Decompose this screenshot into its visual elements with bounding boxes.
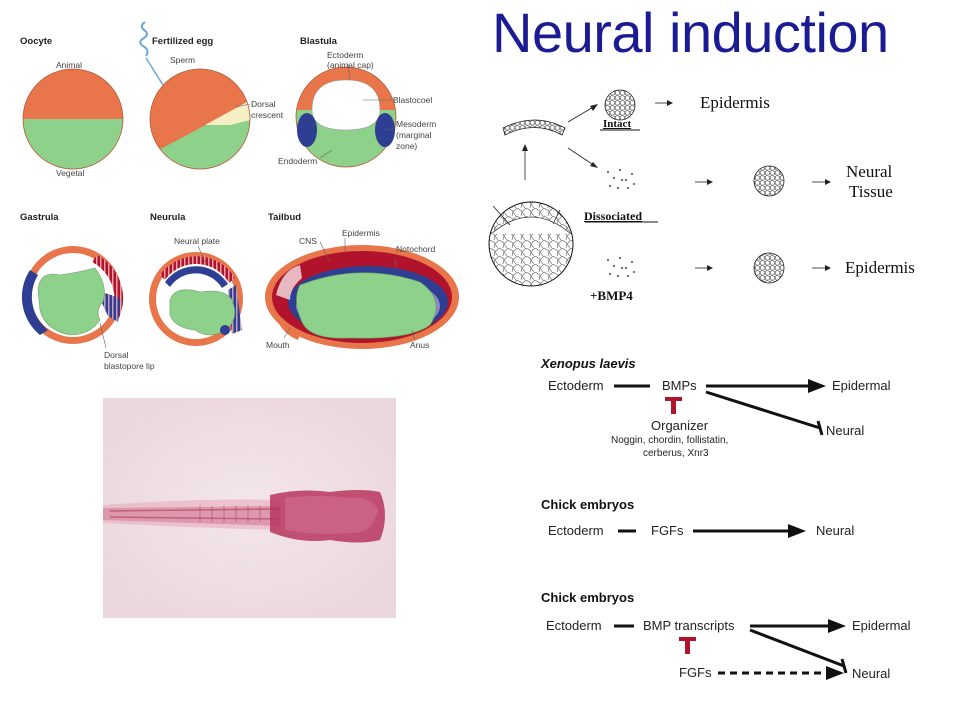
animal-label: Animal bbox=[56, 60, 82, 70]
chick2-bmp-transcripts: BMP transcripts bbox=[643, 618, 735, 633]
chick-fgf-pathway bbox=[618, 524, 806, 538]
chick2-fgfs: FGFs bbox=[679, 665, 712, 680]
neurula-header: Neurula bbox=[150, 212, 186, 223]
epidermis-result-1: Epidermis bbox=[700, 93, 770, 112]
xenopus-ectoderm: Ectoderm bbox=[548, 378, 604, 393]
neural-result-1: Neural bbox=[846, 162, 893, 181]
xenopus-neural: Neural bbox=[826, 423, 865, 438]
chick2-ectoderm: Ectoderm bbox=[546, 618, 602, 633]
chick2-epidermal: Epidermal bbox=[852, 618, 911, 633]
neural-plate-label: Neural plate bbox=[174, 236, 220, 246]
cns-label: CNS bbox=[299, 236, 317, 246]
tailbud-drawing bbox=[265, 238, 459, 349]
gastrula-header: Gastrula bbox=[20, 212, 59, 223]
xenopus-epidermal: Epidermal bbox=[832, 378, 891, 393]
mesoderm-label-1: Mesoderm bbox=[396, 119, 437, 129]
vegetal-label: Vegetal bbox=[56, 168, 85, 178]
endoderm-label: Endoderm bbox=[278, 156, 318, 166]
blastopore-lip-label-1: Dorsal bbox=[104, 350, 129, 360]
sperm-label: Sperm bbox=[170, 55, 196, 65]
tailbud-epidermis-label: Epidermis bbox=[342, 228, 380, 238]
oocyte-header: Oocyte bbox=[20, 36, 53, 47]
notochord-label: Notochord bbox=[396, 244, 436, 254]
dorsal-crescent-label-2: crescent bbox=[251, 110, 284, 120]
intact-label: Intact bbox=[603, 118, 632, 130]
organizer-factors-2: cerberus, Xnr3 bbox=[643, 448, 709, 459]
xenopus-header: Xenopus laevis bbox=[541, 356, 636, 371]
blastopore-lip-label-2: blastopore lip bbox=[104, 361, 155, 371]
embryo-photo bbox=[103, 398, 396, 618]
chick-header-1: Chick embryos bbox=[541, 497, 635, 512]
blastula-header: Blastula bbox=[300, 36, 337, 47]
xenopus-bmps: BMPs bbox=[662, 378, 697, 393]
animal-cap-assay bbox=[488, 89, 831, 287]
tailbud-header: Tailbud bbox=[268, 212, 302, 223]
fertilized-egg-drawing bbox=[139, 21, 251, 170]
chick1-neural: Neural bbox=[816, 523, 855, 538]
chick-bmp-pathway bbox=[614, 619, 848, 680]
mesoderm-label-3: zone) bbox=[396, 141, 418, 151]
anus-label: Anus bbox=[410, 340, 430, 350]
fertilized-egg-header: Fertilized egg bbox=[152, 36, 214, 47]
organizer-label: Organizer bbox=[651, 418, 709, 433]
chick1-ectoderm: Ectoderm bbox=[548, 523, 604, 538]
gastrula-drawing bbox=[21, 246, 124, 349]
page-title: Neural induction bbox=[492, 1, 889, 64]
dorsal-crescent-label-1: Dorsal bbox=[251, 99, 276, 109]
neural-result-2: Tissue bbox=[849, 182, 893, 201]
epidermis-result-2: Epidermis bbox=[845, 258, 915, 277]
organizer-factors-1: Noggin, chordin, follistatin, bbox=[611, 435, 729, 446]
ectoderm-label-2: (animal cap) bbox=[327, 60, 374, 70]
ectoderm-label-1: Ectoderm bbox=[327, 50, 364, 60]
blastula-drawing bbox=[295, 63, 397, 168]
mouth-label: Mouth bbox=[266, 340, 290, 350]
chick1-fgfs: FGFs bbox=[651, 523, 684, 538]
neurula-drawing bbox=[149, 245, 243, 346]
chick-header-2: Chick embryos bbox=[541, 590, 635, 605]
chick2-neural: Neural bbox=[852, 666, 891, 681]
dissociated-label: Dissociated bbox=[584, 209, 642, 223]
blastocoel-label: Blastocoel bbox=[393, 95, 433, 105]
mesoderm-label-2: (marginal bbox=[396, 130, 432, 140]
bmp4-label: +BMP4 bbox=[590, 288, 633, 303]
xenopus-pathway bbox=[614, 379, 826, 436]
oocyte-drawing bbox=[22, 68, 124, 170]
